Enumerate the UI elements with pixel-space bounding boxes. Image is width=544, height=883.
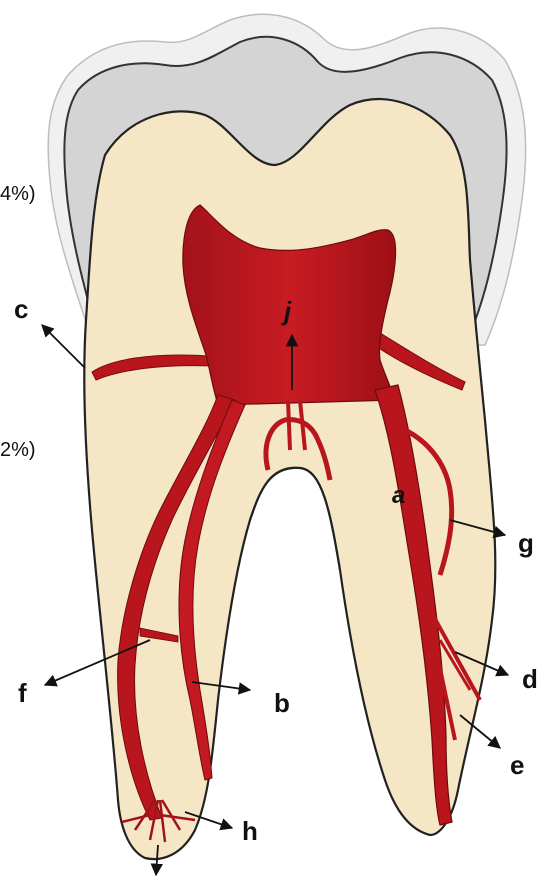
arrow-c bbox=[42, 325, 85, 368]
label-d: d bbox=[522, 666, 538, 692]
label-h: h bbox=[242, 818, 258, 844]
label-b: b bbox=[274, 690, 290, 716]
label-j: j bbox=[284, 298, 291, 324]
label-a: a bbox=[392, 484, 405, 508]
partial-percent-upper: 4%) bbox=[0, 184, 36, 204]
label-c: c bbox=[14, 296, 28, 322]
label-g: g bbox=[518, 530, 534, 556]
label-e: e bbox=[510, 752, 524, 778]
partial-percent-lower: 2%) bbox=[0, 440, 36, 460]
label-f: f bbox=[18, 680, 27, 706]
